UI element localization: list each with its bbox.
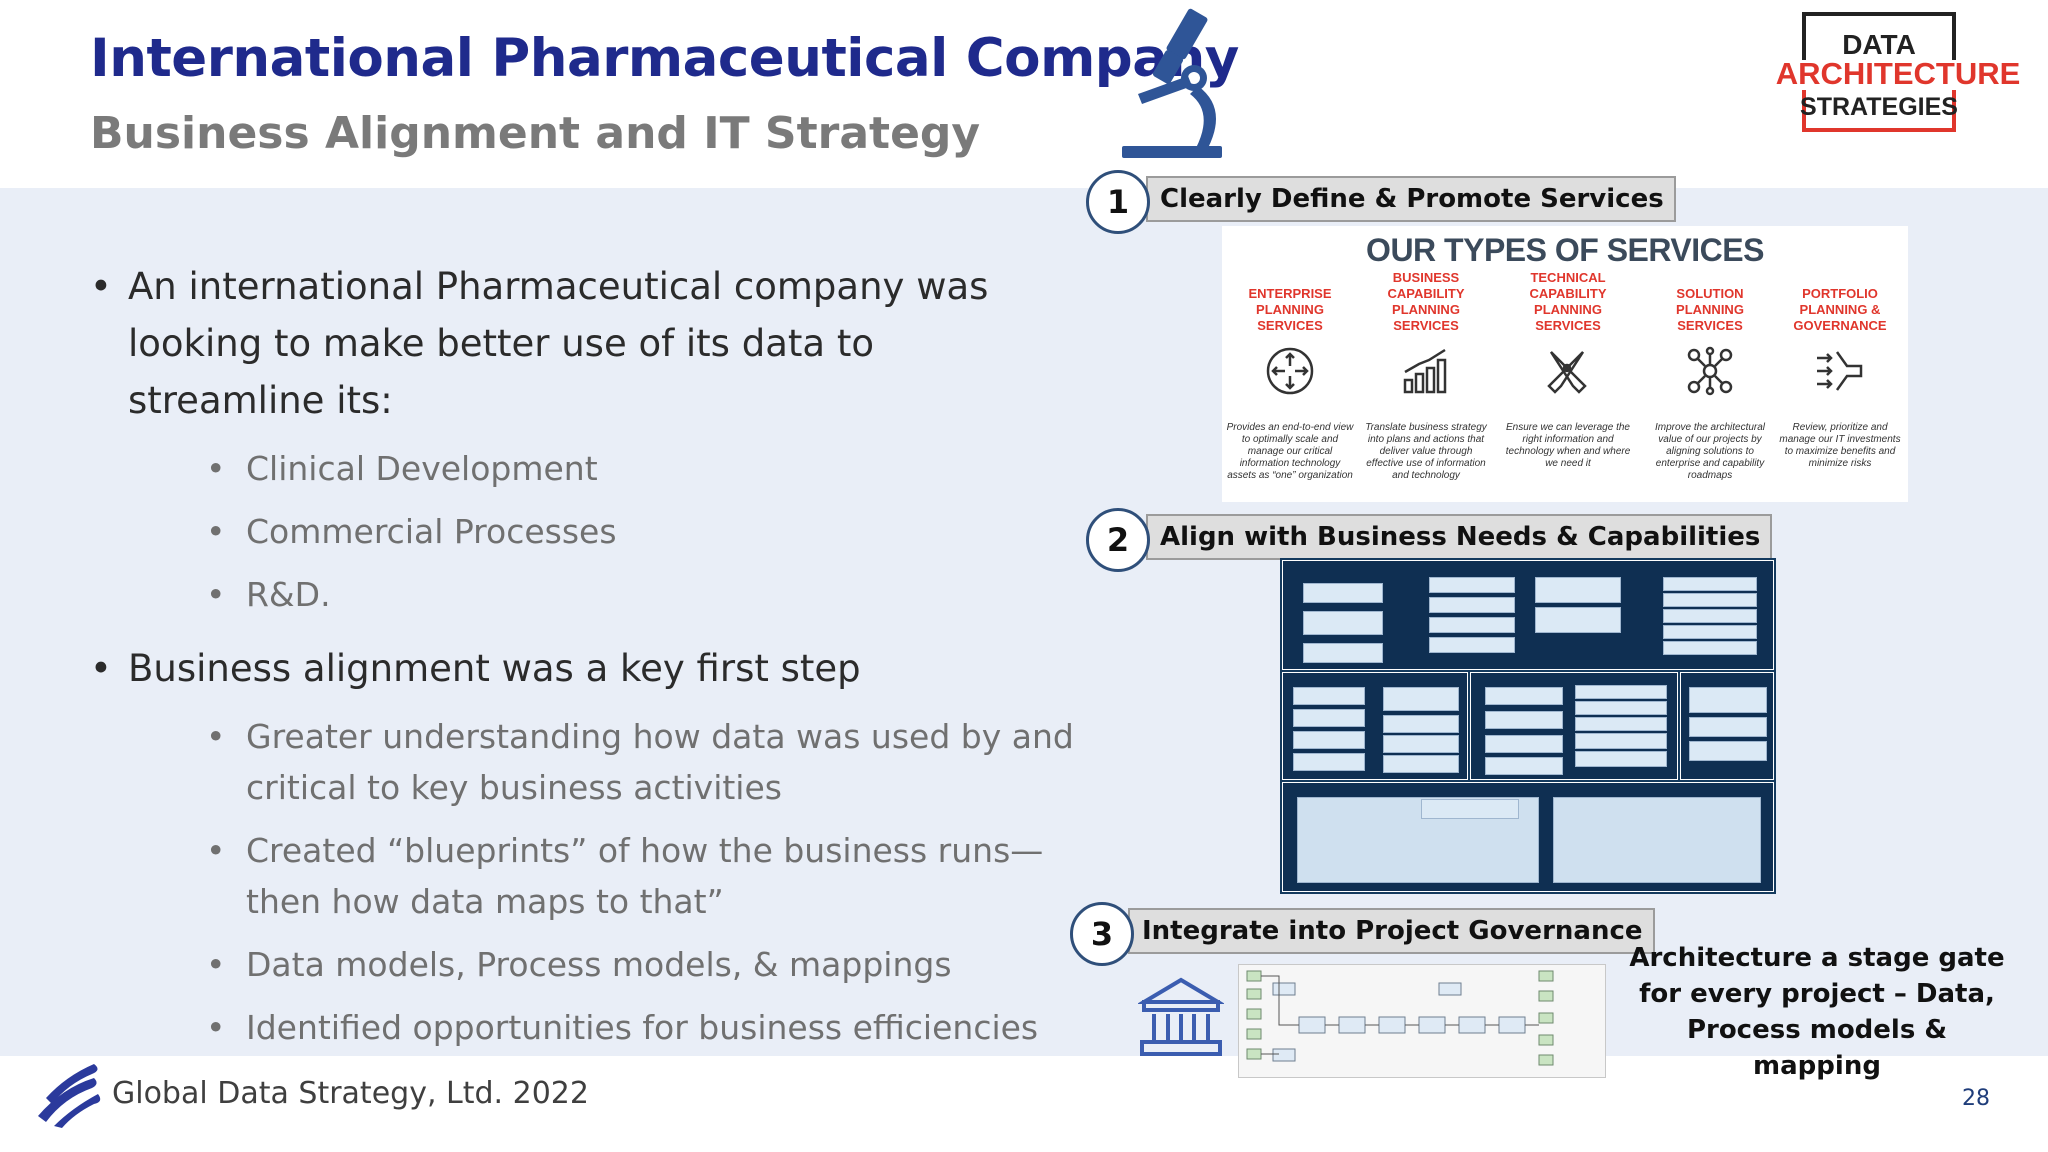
tools-icon <box>1547 351 1587 394</box>
svg-text:ARCHITECTURE: ARCHITECTURE <box>1776 56 2021 91</box>
thumbnail-panel <box>1282 560 1774 670</box>
bullet-item: An international Pharmaceutical company … <box>90 258 1080 429</box>
step-3-label: Integrate into Project Governance <box>1128 908 1655 954</box>
bar-chart-icon <box>1403 348 1447 394</box>
footer-company: Global Data Strategy, Ltd. 2022 <box>112 1076 589 1111</box>
global-data-strategy-logo-icon <box>38 1064 101 1128</box>
network-nodes-icon <box>1687 346 1733 396</box>
funnel-arrows-icon <box>1817 351 1863 391</box>
service-description: Ensure we can leverage the right informa… <box>1505 422 1631 469</box>
page-subtitle: Business Alignment and IT Strategy <box>90 108 981 159</box>
step-2-number: 2 <box>1086 508 1150 572</box>
bullet-list: An international Pharmaceutical company … <box>90 258 1080 1065</box>
step-1-label: Clearly Define & Promote Services <box>1146 176 1676 222</box>
service-description: Provides an end-to-end view to optimally… <box>1226 422 1354 481</box>
capability-map-thumbnail <box>1280 558 1776 894</box>
service-description: Improve the architectural value of our p… <box>1654 422 1766 481</box>
service-description: Review, prioritize and manage our IT inv… <box>1779 422 1901 469</box>
sub-bullet-item: Greater understanding how data was used … <box>206 711 1080 813</box>
svg-text:DATA: DATA <box>1842 29 1916 60</box>
service-name: PORTFOLIO PLANNING & GOVERNANCE <box>1793 286 1887 333</box>
step-2-label: Align with Business Needs & Capabilities <box>1146 514 1772 560</box>
institution-building-icon <box>1138 977 1224 1056</box>
sub-bullet-item: Commercial Processes <box>206 506 1080 557</box>
thumbnail-panel <box>1282 672 1468 780</box>
thumbnail-panel <box>1470 672 1678 780</box>
thumbnail-panel <box>1282 782 1774 892</box>
microscope-icon <box>1122 8 1222 158</box>
bullet-item: Business alignment was a key first step <box>90 640 1080 697</box>
step-3-number: 3 <box>1070 902 1134 966</box>
service-description: Translate business strategy into plans a… <box>1365 422 1487 481</box>
page-title: International Pharmaceutical Company <box>90 28 1239 89</box>
step-1-number: 1 <box>1086 170 1150 234</box>
sub-bullet-item: R&D. <box>206 569 1080 620</box>
governance-note: Architecture a stage gate for every proj… <box>1629 943 2005 1081</box>
sub-bullet-item: Data models, Process models, & mappings <box>206 939 1080 990</box>
thumbnail-panel <box>1680 672 1774 780</box>
svg-text:STRATEGIES: STRATEGIES <box>1800 93 1958 121</box>
service-name: SOLUTION PLANNING SERVICES <box>1676 286 1744 333</box>
service-name: ENTERPRISE PLANNING SERVICES <box>1248 286 1332 333</box>
sub-bullet-item: Clinical Development <box>206 443 1080 494</box>
service-name: BUSINESS CAPABILITY PLANNING SERVICES <box>1387 270 1465 333</box>
services-title: OUR TYPES OF SERVICES <box>1366 232 1764 268</box>
page-number: 28 <box>1962 1086 1990 1111</box>
process-diagram-thumbnail <box>1238 964 1606 1078</box>
compass-arrows-icon <box>1266 347 1314 395</box>
sub-bullet-item: Identified opportunities for business ef… <box>206 1002 1080 1053</box>
services-panel: OUR TYPES OF SERVICES ENTERPRISE PLANNIN… <box>1222 226 1908 502</box>
data-architecture-strategies-logo: DATA ARCHITECTURE STRATEGIES <box>1762 12 2034 134</box>
sub-bullet-item: Created “blueprints” of how the business… <box>206 825 1080 927</box>
process-flow-graphic <box>1246 970 1554 1066</box>
service-name: TECHNICAL CAPABILITY PLANNING SERVICES <box>1529 270 1607 333</box>
